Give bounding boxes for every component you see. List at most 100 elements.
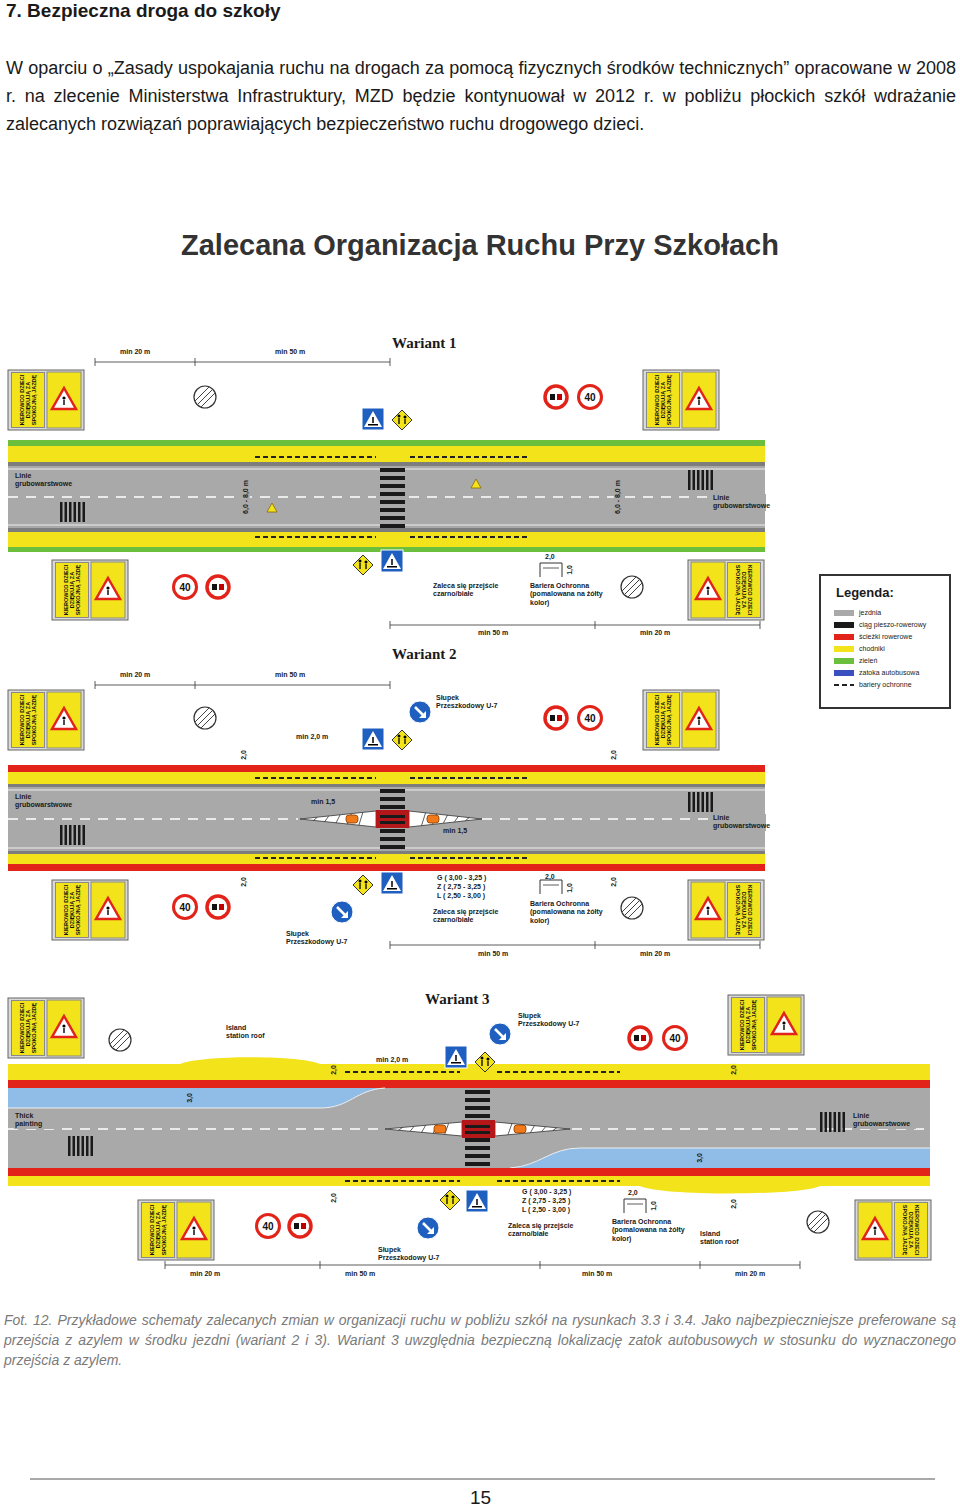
station-platform bbox=[640, 1186, 820, 1194]
dimension-tick bbox=[165, 1261, 166, 1269]
no-overtaking-sign bbox=[289, 1215, 311, 1237]
center-line bbox=[8, 1128, 383, 1130]
protective-barrier bbox=[497, 1180, 620, 1182]
child-figure bbox=[452, 1199, 453, 1204]
dimension-tick bbox=[95, 681, 96, 689]
child-figure bbox=[446, 1195, 449, 1198]
protective-barrier bbox=[255, 456, 376, 458]
pedestrian-figure bbox=[391, 881, 393, 887]
child-figure bbox=[398, 735, 401, 738]
end-of-zone-line bbox=[195, 708, 209, 722]
keep-right-arrow bbox=[419, 711, 426, 718]
child-figure bbox=[481, 1060, 482, 1066]
dimension: 2,0 bbox=[330, 1193, 338, 1203]
protective-barrier bbox=[345, 1071, 460, 1073]
crossing-sign-stripes bbox=[451, 1062, 461, 1064]
sign-board bbox=[643, 370, 719, 430]
sign-board bbox=[688, 880, 764, 940]
sign-panel bbox=[767, 997, 801, 1053]
legend-line-sample bbox=[834, 680, 854, 690]
warning-mark bbox=[471, 479, 481, 488]
car-symbol bbox=[294, 1223, 299, 1229]
child-figure bbox=[446, 1198, 447, 1204]
thick-line-bar bbox=[83, 825, 86, 845]
keep-right-arrow bbox=[427, 1227, 434, 1234]
child-figure bbox=[193, 1230, 194, 1235]
car-symbol bbox=[219, 584, 224, 590]
thick-line-bar bbox=[74, 825, 77, 845]
thick-line-bar bbox=[65, 825, 68, 845]
protective-barrier bbox=[255, 777, 376, 779]
zebra-stripe bbox=[380, 476, 405, 480]
child-figure bbox=[698, 400, 699, 405]
end-of-zone-line bbox=[814, 1218, 828, 1232]
child-figure bbox=[707, 590, 708, 595]
sign-text: KIEROWCO DZIECI DZIĘKUJĄ ZA SPOKOJNĄ JAZ… bbox=[142, 1203, 174, 1257]
warning-triangle bbox=[52, 388, 76, 409]
dimension-tick bbox=[390, 681, 391, 689]
child-figure bbox=[487, 1058, 490, 1061]
road-band bbox=[8, 787, 765, 851]
protective-barrier bbox=[497, 1071, 620, 1073]
note: Słupek Przeszkodowy U-7 bbox=[378, 1246, 440, 1263]
protective-barrier bbox=[255, 536, 376, 538]
legend-row: ścieżki rowerowe bbox=[834, 632, 948, 642]
thick-line-bar bbox=[829, 1112, 832, 1132]
road-band bbox=[8, 462, 765, 466]
center-line bbox=[8, 818, 298, 820]
thick-line-bar bbox=[711, 470, 714, 490]
pedestrian-figure bbox=[372, 737, 374, 743]
crossing-sign-triangle bbox=[383, 553, 401, 569]
roadway bbox=[8, 1088, 930, 1168]
child-figure bbox=[62, 716, 65, 719]
legend-text: ciąg pieszo-rowerowy bbox=[859, 620, 926, 630]
crossing-sign-triangle bbox=[364, 731, 382, 747]
zebra-stripe bbox=[380, 797, 405, 801]
edge-line bbox=[510, 1148, 930, 1168]
zebra-stripe bbox=[380, 516, 405, 520]
dimension-tick bbox=[95, 358, 96, 366]
dimension-tick bbox=[700, 1261, 701, 1269]
protective-barrier bbox=[255, 857, 376, 859]
speed-value: 40 bbox=[175, 897, 195, 917]
speed-value: 40 bbox=[580, 708, 600, 728]
crossing-sign-triangle bbox=[383, 875, 401, 891]
dimension: min 20 m bbox=[640, 950, 670, 958]
car-symbol bbox=[550, 715, 555, 721]
hatched-median bbox=[385, 1122, 462, 1136]
thick-line-bar bbox=[825, 1112, 828, 1132]
speed-value: 40 bbox=[665, 1028, 685, 1048]
hatch-line bbox=[465, 817, 469, 820]
page-rule bbox=[30, 1479, 935, 1480]
dimension: min 20 m bbox=[120, 671, 150, 679]
hatch-line bbox=[336, 815, 340, 823]
hatch-line bbox=[313, 817, 317, 820]
keep-right-sign bbox=[417, 1217, 439, 1239]
warning-triangle bbox=[696, 898, 720, 919]
dimension: 2,0 bbox=[610, 750, 618, 760]
obstacle-post bbox=[427, 815, 439, 823]
dimension: 1,0 bbox=[566, 565, 574, 575]
dimension: min 20 m bbox=[735, 1270, 765, 1278]
sign-text: KIEROWCO DZIECI DZIĘKUJĄ ZA SPOKOJNĄ JAZ… bbox=[12, 1001, 44, 1055]
dimension: min 20 m bbox=[120, 348, 150, 356]
protective-barrier bbox=[345, 1180, 460, 1182]
end-of-zone-line bbox=[116, 1036, 130, 1050]
pedestrian-figure bbox=[476, 1199, 478, 1205]
legend-text: zatoka autobusowa bbox=[859, 668, 919, 678]
sign-text: KIEROWCO DZIECI DZIĘKUJĄ ZA SPOKOJNĄ JAZ… bbox=[56, 883, 88, 937]
end-of-zone-line bbox=[625, 901, 639, 915]
hatch-line bbox=[553, 1128, 557, 1131]
sign-text: KIEROWCO DZIECI DZIĘKUJĄ ZA SPOKOJNĄ JAZ… bbox=[728, 883, 760, 937]
driver-thanks-sign: KIEROWCO DZIECI DZIĘKUJĄ ZA SPOKOJNĄ JAZ… bbox=[727, 562, 761, 618]
child-figure bbox=[398, 738, 399, 744]
end-of-zone-line bbox=[808, 1212, 822, 1226]
child-figure bbox=[62, 1024, 65, 1027]
barrier-detail bbox=[543, 885, 559, 886]
zebra-stripe bbox=[465, 1162, 490, 1166]
child-figure bbox=[107, 910, 108, 915]
children-sign bbox=[353, 555, 373, 575]
sign-text: KIEROWCO DZIECI DZIĘKUJĄ ZA SPOKOJNĄ JAZ… bbox=[895, 1203, 927, 1257]
